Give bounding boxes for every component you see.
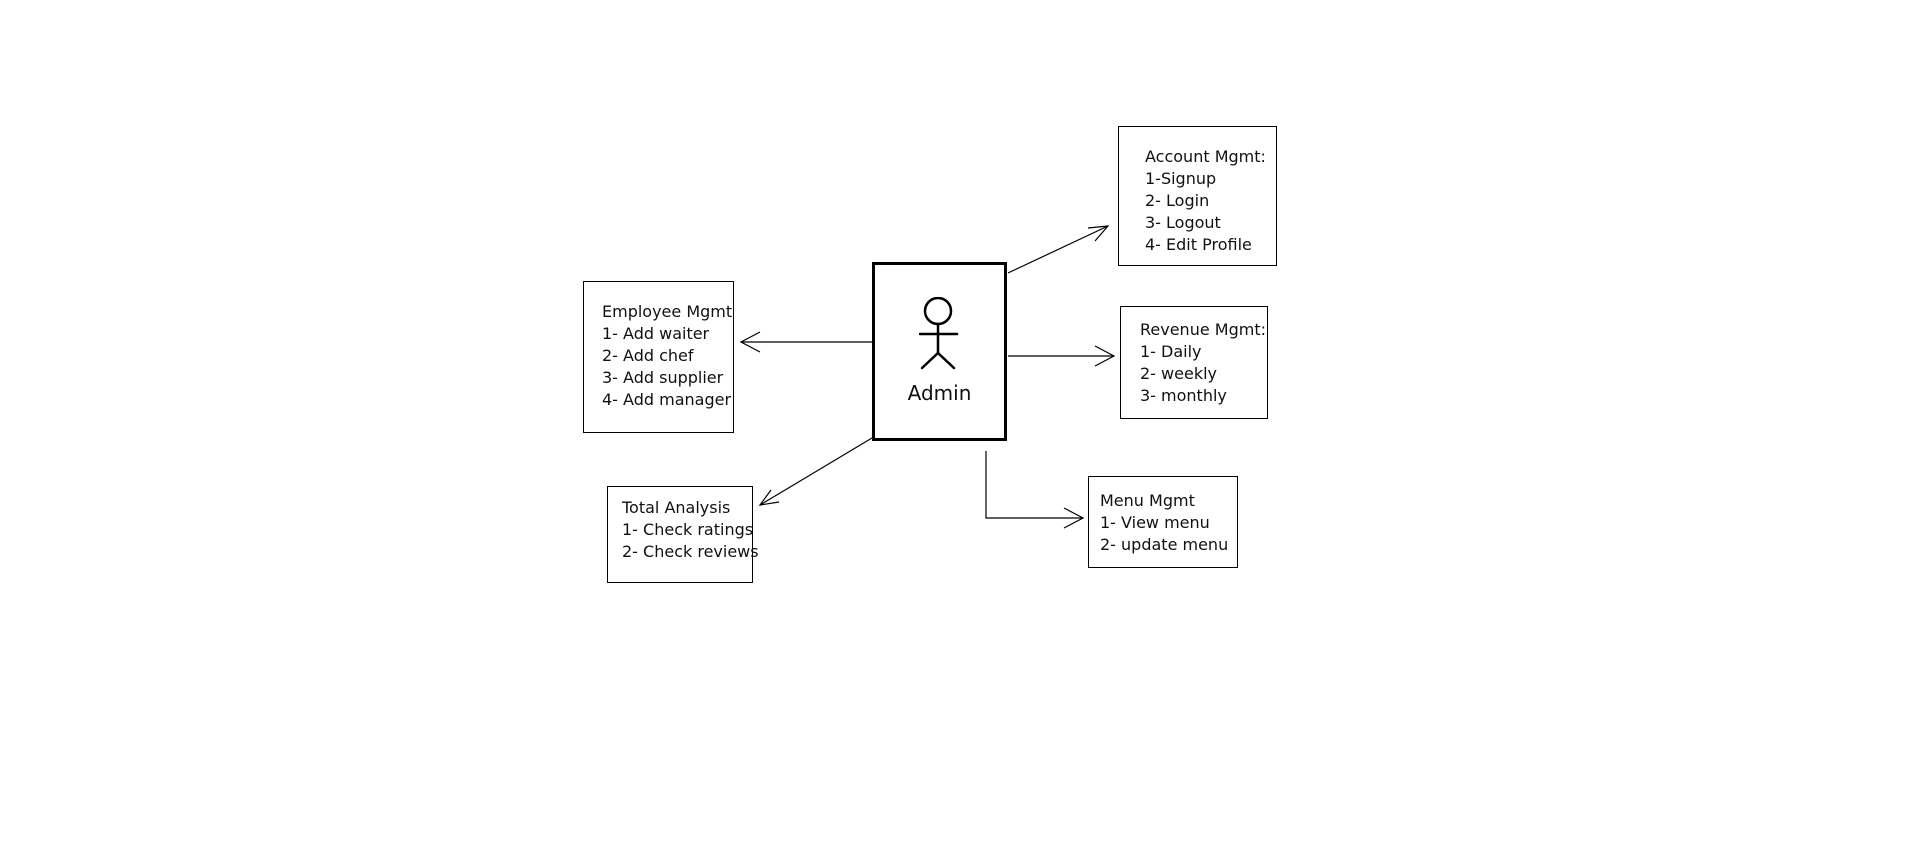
revenue-mgmt-title: Revenue Mgmt: (1140, 320, 1266, 339)
arrow-to-analysis (758, 437, 873, 506)
arrow-to-menu (985, 451, 1085, 529)
account-mgmt-item: 2- Login (1145, 191, 1210, 210)
total-analysis-title: Total Analysis (622, 498, 731, 517)
revenue-mgmt-item: 1- Daily (1140, 342, 1202, 361)
actor-stick-figure-icon (919, 297, 959, 370)
arrow-to-revenue (1008, 345, 1116, 367)
admin-actor-box: Admin (872, 262, 1007, 441)
revenue-mgmt-item: 2- weekly (1140, 364, 1217, 383)
account-mgmt-title: Account Mgmt: (1145, 147, 1266, 166)
total-analysis-item: 1- Check ratings (622, 520, 754, 539)
account-mgmt-item: 3- Logout (1145, 213, 1221, 232)
menu-mgmt-item: 1- View menu (1100, 513, 1210, 532)
menu-mgmt-item: 2- update menu (1100, 535, 1229, 554)
arrow-to-account (1007, 225, 1110, 274)
account-mgmt-item: 4- Edit Profile (1145, 235, 1252, 254)
employee-mgmt-box: Employee Mgmt 1- Add waiter 2- Add chef … (583, 281, 734, 433)
admin-label: Admin (907, 381, 972, 405)
employee-mgmt-title: Employee Mgmt (602, 302, 733, 321)
employee-mgmt-item: 3- Add supplier (602, 368, 724, 387)
total-analysis-item: 2- Check reviews (622, 542, 759, 561)
menu-mgmt-title: Menu Mgmt (1100, 491, 1195, 510)
employee-mgmt-item: 2- Add chef (602, 346, 694, 365)
account-mgmt-item: 1-Signup (1145, 169, 1217, 188)
menu-mgmt-box: Menu Mgmt 1- View menu 2- update menu (1088, 476, 1238, 568)
total-analysis-box: Total Analysis 1- Check ratings 2- Check… (607, 486, 759, 583)
employee-mgmt-item: 4- Add manager (602, 390, 732, 409)
employee-mgmt-item: 1- Add waiter (602, 324, 710, 343)
revenue-mgmt-item: 3- monthly (1140, 386, 1227, 405)
arrow-to-employee (739, 331, 872, 353)
revenue-mgmt-box: Revenue Mgmt: 1- Daily 2- weekly 3- mont… (1120, 306, 1268, 419)
account-mgmt-box: Account Mgmt: 1-Signup 2- Login 3- Logou… (1118, 126, 1277, 266)
